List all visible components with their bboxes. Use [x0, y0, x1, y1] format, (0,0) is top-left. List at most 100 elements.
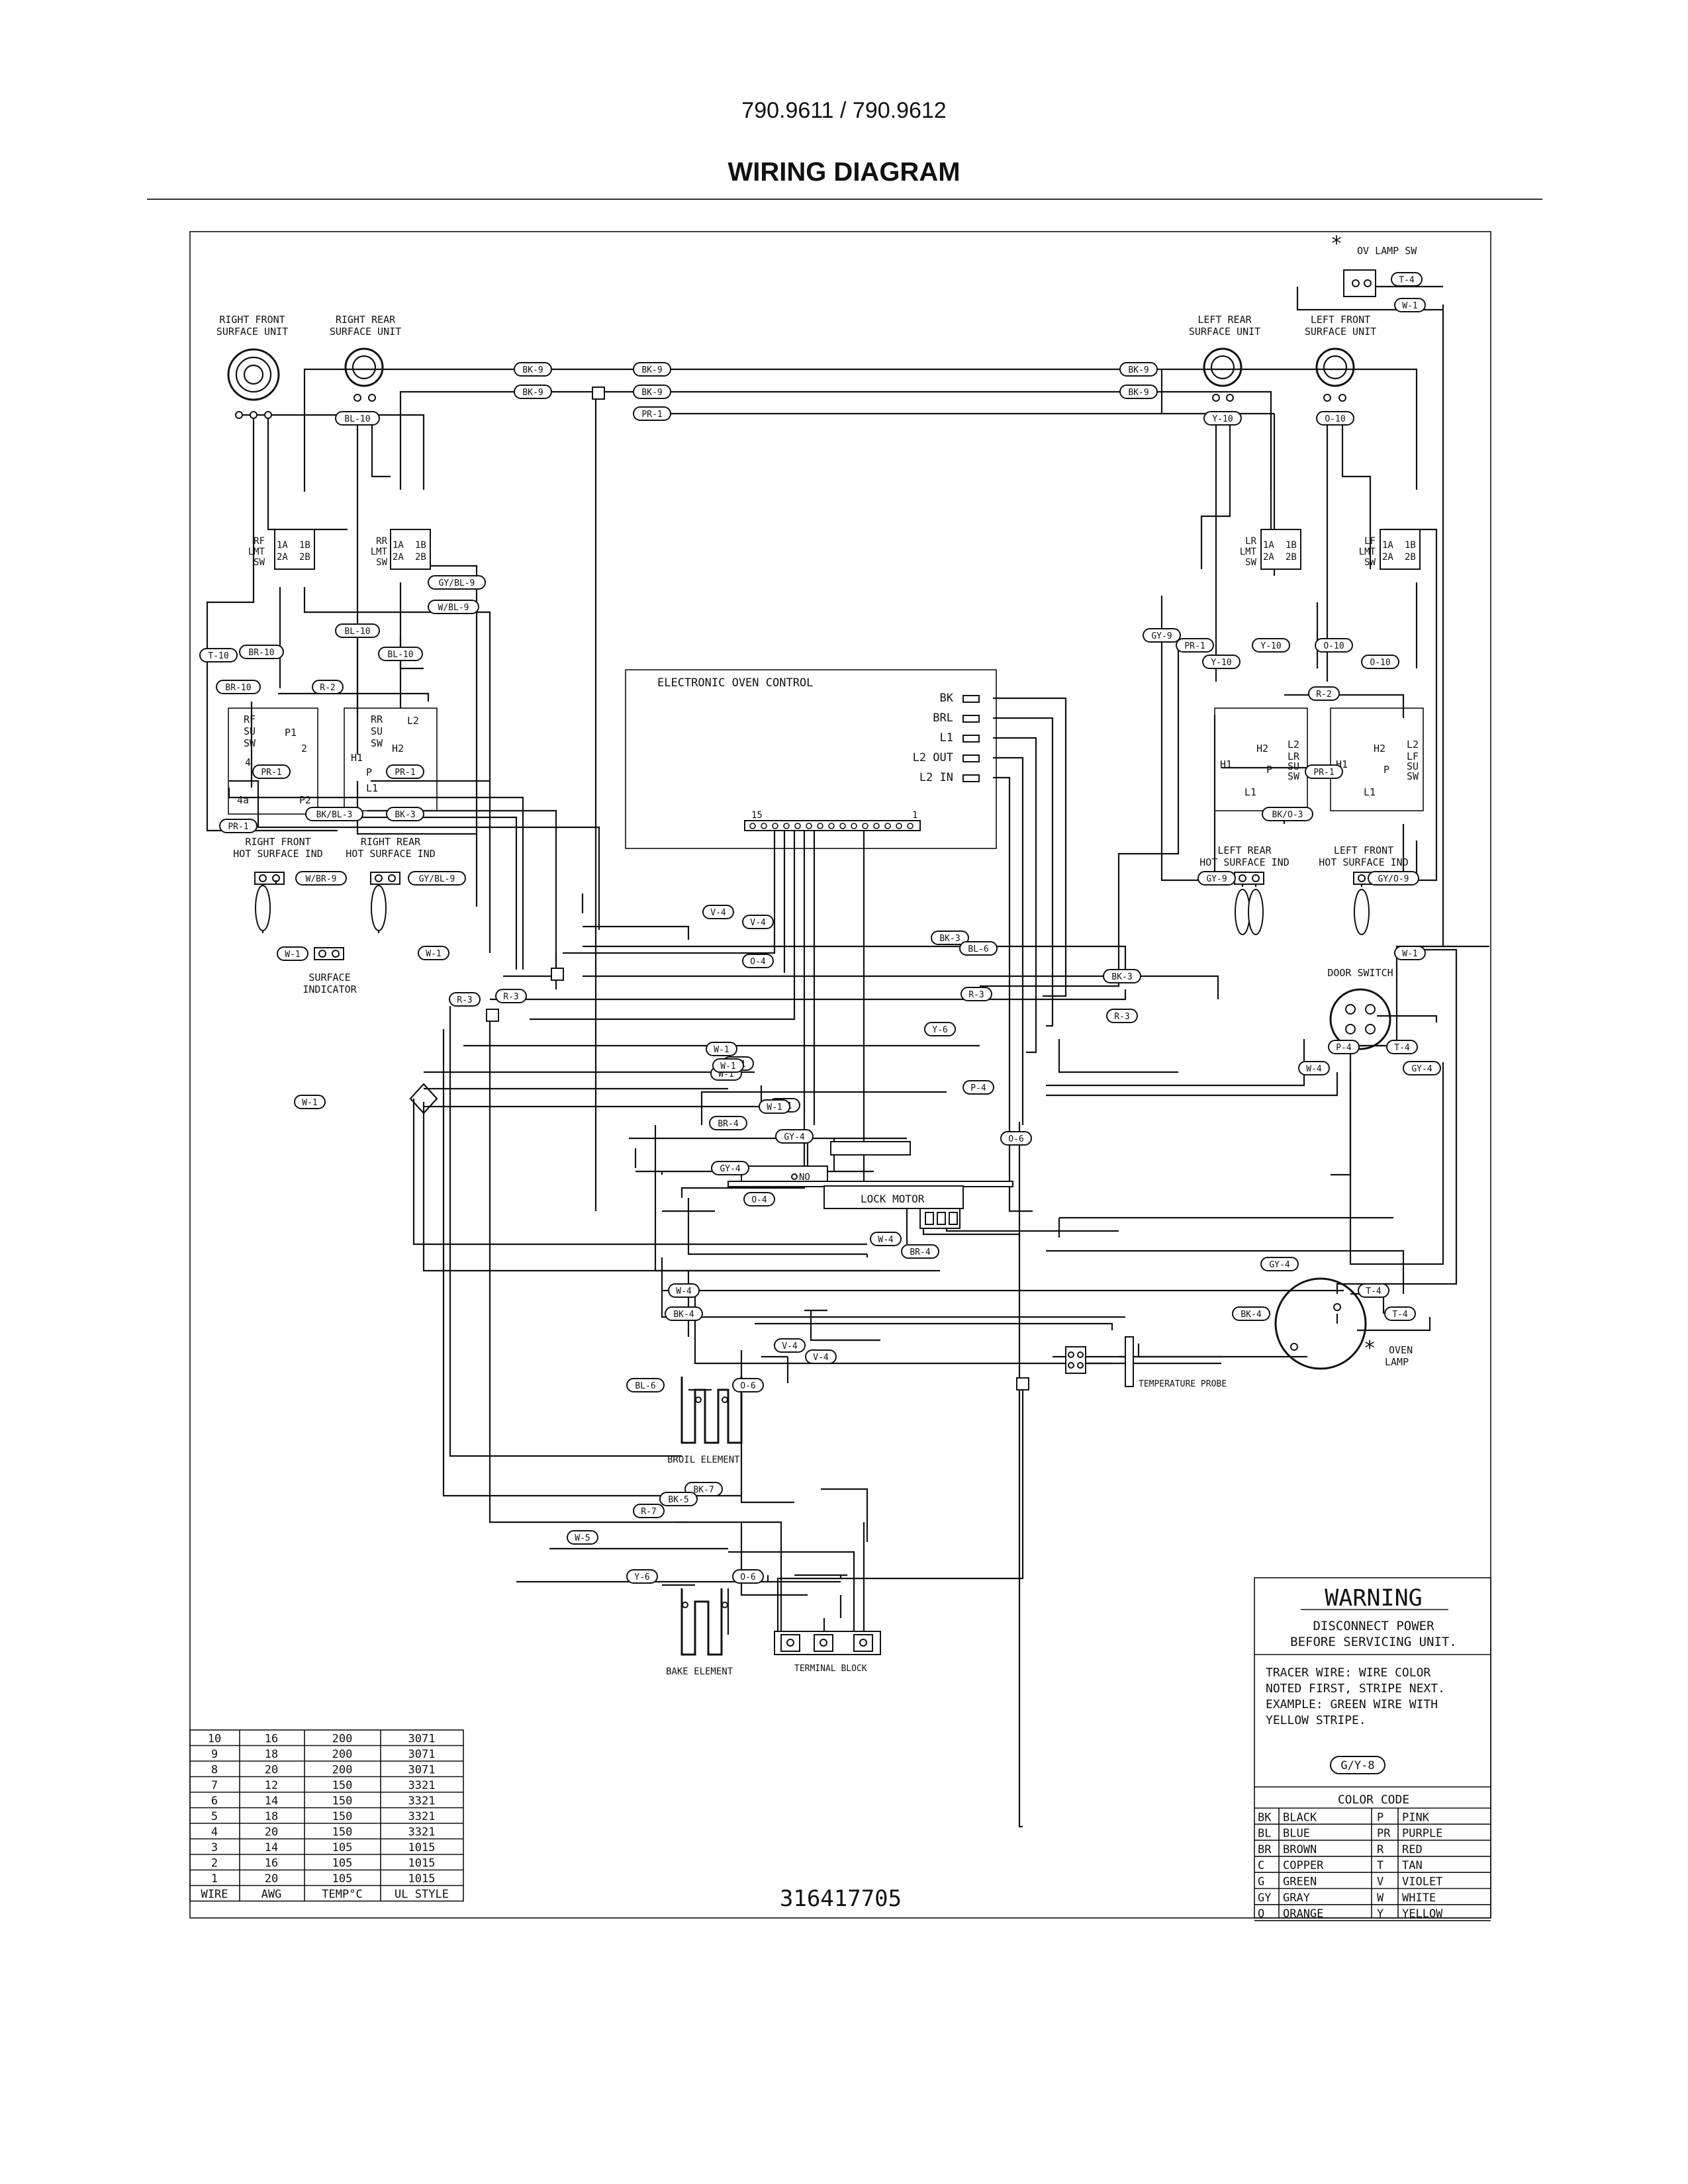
- wire-tag: W-1: [706, 1042, 737, 1056]
- svg-text:NO: NO: [799, 1172, 810, 1183]
- svg-text:BK: BK: [1258, 1811, 1272, 1824]
- wire-tag-label: PR-1: [1313, 768, 1334, 778]
- wire-tag-label: W-1: [302, 1098, 317, 1108]
- wire-tag-label: PR-1: [395, 768, 415, 778]
- svg-text:YELLOW: YELLOW: [1402, 1907, 1443, 1921]
- wire-tag-label: BL-10: [344, 627, 370, 637]
- svg-text:TEMPERATURE PROBE: TEMPERATURE PROBE: [1139, 1379, 1227, 1389]
- wire-tag: T-4: [1358, 1283, 1389, 1298]
- svg-text:P: P: [1266, 764, 1272, 776]
- svg-text:T: T: [1377, 1859, 1383, 1872]
- svg-text:105: 105: [332, 1857, 353, 1870]
- wire-tag-label: W-1: [720, 1062, 735, 1071]
- svg-text:SU: SU: [371, 725, 383, 737]
- svg-text:LOCK MOTOR: LOCK MOTOR: [861, 1193, 925, 1205]
- bake-element: BAKE ELEMENT: [666, 1588, 733, 1677]
- wire-tag-label: BK-9: [641, 388, 662, 398]
- svg-text:L1: L1: [1244, 786, 1256, 798]
- surface-indicator: SURFACE INDICATOR: [303, 947, 357, 995]
- wire-tag: PR-1: [219, 819, 258, 833]
- svg-text:3321: 3321: [408, 1810, 436, 1823]
- warning-heading: WARNING: [1325, 1585, 1423, 1612]
- svg-text:BROIL ELEMENT: BROIL ELEMENT: [667, 1455, 740, 1465]
- wire-tag: Y-10: [1203, 411, 1242, 426]
- lr-su-label-1: LEFT REAR: [1197, 314, 1252, 326]
- svg-text:8: 8: [211, 1764, 218, 1777]
- wire-tag-label: BK-3: [395, 810, 415, 820]
- surface-unit-left-front: LEFT FRONT SURFACE UNIT: [1305, 314, 1376, 402]
- wire-tag-label: W-1: [1402, 301, 1417, 311]
- svg-text:2B: 2B: [299, 552, 310, 563]
- wire-tag: BR-4: [709, 1116, 747, 1130]
- svg-text:16: 16: [265, 1857, 278, 1870]
- wire-tag-label: GY-4: [784, 1132, 804, 1142]
- svg-text:SW: SW: [1245, 557, 1256, 568]
- wire-tag-label: W-4: [878, 1235, 894, 1245]
- svg-text:SW: SW: [254, 557, 265, 568]
- wire-tag: GY/BL-9: [408, 871, 466, 886]
- svg-text:TEMP°C: TEMP°C: [322, 1888, 362, 1901]
- svg-text:GY: GY: [1258, 1891, 1271, 1905]
- wire-tag-label: R-7: [641, 1507, 656, 1517]
- junction-blocks: [409, 387, 1029, 1390]
- wire-tag: Y-10: [1252, 638, 1290, 653]
- svg-text:L1: L1: [366, 782, 378, 794]
- svg-text:V: V: [1377, 1876, 1383, 1889]
- wire-tag: BK-7: [684, 1482, 723, 1496]
- wire-tag: R-3: [495, 989, 527, 1003]
- wire-tag-label: BK-9: [522, 388, 543, 398]
- wire-tag: R-2: [1308, 686, 1340, 701]
- broil-element: BROIL ELEMENT: [667, 1377, 743, 1465]
- wire-tag: GY-4: [775, 1129, 814, 1144]
- wire-tag: GY-4: [711, 1161, 749, 1175]
- wire-tag: BK-9: [1119, 362, 1158, 377]
- wire-tag: W-1: [418, 946, 449, 960]
- svg-text:H2: H2: [392, 743, 404, 754]
- eoc-pin-15: 15: [751, 810, 763, 821]
- svg-text:7: 7: [211, 1779, 218, 1792]
- wire-tag: BL-10: [378, 647, 423, 661]
- wire-tag-label: BL-6: [635, 1381, 655, 1391]
- wire-tag: W-4: [1298, 1061, 1330, 1075]
- warning-line-2: BEFORE SERVICING UNIT.: [1290, 1635, 1457, 1649]
- svg-text:VIOLET: VIOLET: [1402, 1876, 1442, 1889]
- lf-surface-switch: LF SU SW H1 H2 L2 L1 P: [1330, 707, 1424, 811]
- svg-text:3321: 3321: [408, 1826, 436, 1839]
- eoc-title: ELECTRONIC OVEN CONTROL: [657, 676, 813, 690]
- svg-text:DOOR SWITCH: DOOR SWITCH: [1327, 967, 1393, 979]
- svg-text:INDICATOR: INDICATOR: [303, 983, 357, 995]
- svg-text:BROWN: BROWN: [1283, 1843, 1317, 1856]
- svg-text:LMT: LMT: [371, 547, 388, 557]
- wire-tag-label: O-10: [1325, 414, 1345, 424]
- svg-text:SURFACE: SURFACE: [308, 972, 350, 983]
- wire-tag-label: O-6: [740, 1381, 755, 1391]
- wire-tag: BK-3: [931, 931, 969, 945]
- wire-tag-label: R-3: [968, 990, 984, 1000]
- svg-text:1B: 1B: [1286, 540, 1297, 551]
- wire-tag-label: Y-10: [1211, 658, 1231, 668]
- surface-unit-right-front: RIGHT FRONT SURFACE UNIT: [216, 314, 288, 419]
- wire-tag-label: W-1: [767, 1103, 782, 1113]
- wire-tag: BK-4: [665, 1306, 703, 1321]
- svg-text:P1: P1: [285, 727, 297, 739]
- svg-text:150: 150: [332, 1810, 353, 1823]
- wire-tag: R-3: [1106, 1009, 1138, 1023]
- svg-text:L1: L1: [1364, 786, 1376, 798]
- wire-lines: [206, 285, 1489, 1828]
- svg-text:LEFT FRONT: LEFT FRONT: [1334, 844, 1393, 856]
- svg-text:SW: SW: [1407, 770, 1419, 782]
- svg-text:L2: L2: [1407, 739, 1419, 751]
- svg-text:ORANGE: ORANGE: [1283, 1907, 1323, 1921]
- wire-tag-label: BL-6: [968, 944, 988, 954]
- svg-text:3071: 3071: [408, 1764, 436, 1777]
- svg-text:2A: 2A: [1263, 552, 1274, 563]
- wire-tag-label: Y-10: [1212, 414, 1233, 424]
- svg-text:SU: SU: [244, 725, 256, 737]
- svg-text:GRAY: GRAY: [1283, 1891, 1310, 1905]
- svg-text:HOT SURFACE IND: HOT SURFACE IND: [346, 848, 435, 860]
- tracer-line-2: NOTED FIRST, STRIPE NEXT.: [1266, 1682, 1445, 1696]
